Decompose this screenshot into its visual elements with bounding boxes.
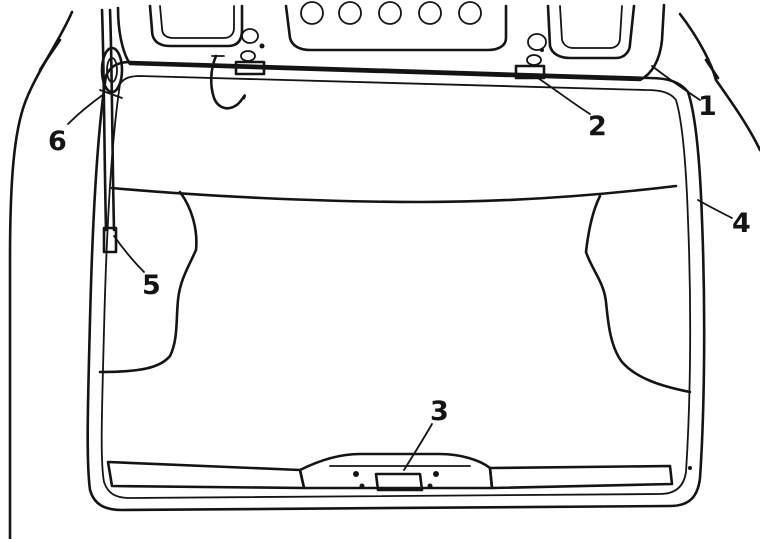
- lock-assembly: [106, 452, 692, 492]
- leader-3: [403, 423, 433, 471]
- leader-4: [697, 199, 733, 219]
- callout-2: 2: [588, 111, 607, 142]
- roof-panel: [116, 1, 666, 82]
- vent-circles: [300, 1, 482, 25]
- leader-6: [67, 93, 105, 125]
- leader-1: [651, 65, 701, 101]
- body-outline-right: [678, 12, 760, 152]
- callout-5: 5: [142, 270, 161, 301]
- leader-2: [531, 73, 591, 115]
- top-hinges: [209, 54, 546, 110]
- callout-1: 1: [698, 91, 717, 122]
- callout-3: 3: [430, 396, 449, 427]
- body-outline-left: [8, 10, 74, 539]
- leader-lines: [67, 65, 733, 471]
- window-glass: [98, 184, 692, 394]
- support-strut: [99, 8, 124, 254]
- callout-6: 6: [48, 126, 67, 157]
- callout-labels: 1 2 3 4 5 6: [48, 91, 751, 427]
- callout-4: 4: [732, 208, 751, 239]
- tailgate-frame: [86, 60, 706, 512]
- leader-5: [113, 235, 145, 273]
